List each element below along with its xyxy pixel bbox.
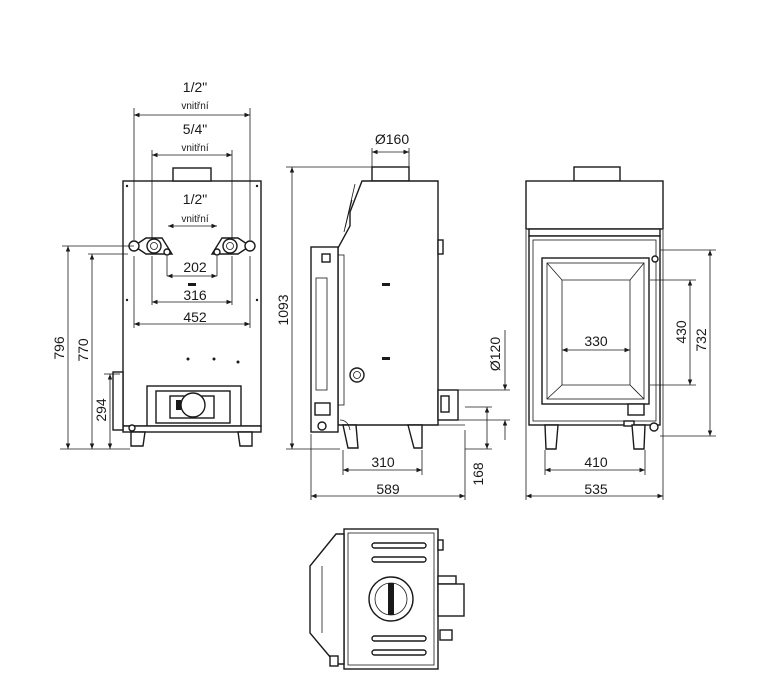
dim-310: 310 [371,454,395,470]
flue-outlet-top [368,576,414,622]
pipe-size-mid-label: 5/4" [183,121,207,137]
door-view: 330 430 732 410 535 [525,166,716,500]
dim-168: 168 [470,462,486,486]
dim-316: 316 [183,287,207,303]
dim-732: 732 [693,328,709,352]
front-view: 1/2" vnitřní 5/4" vnitřní 1/2" vnitřní 2… [51,79,262,450]
pipe-size-low-label: 1/2" [183,191,207,207]
dim-796: 796 [51,336,67,360]
air-intake-diameter-label: Ø120 [487,337,503,371]
dim-589: 589 [376,481,400,497]
dim-410: 410 [584,454,608,470]
dim-430: 430 [673,320,689,344]
side-view: Ø160 1093 310 589 Ø120 168 [275,131,510,500]
pipe-size-low-note: vnitřní [181,214,208,225]
dim-294: 294 [93,398,109,422]
pipe-size-top-note: vnitřní [181,101,208,112]
dim-202: 202 [183,259,207,275]
dim-770: 770 [75,338,91,362]
flue-diameter-label: Ø160 [375,131,409,147]
dim-330: 330 [584,333,608,349]
dim-452: 452 [183,309,207,325]
flue-outlet-front [169,392,215,419]
dim-535: 535 [584,481,608,497]
pipe-size-top-label: 1/2" [183,79,207,95]
pipe-connector-left [128,237,174,256]
pipe-connector-right [210,237,256,256]
dim-1093: 1093 [275,294,291,325]
pipe-size-mid-note: vnitřní [181,143,208,154]
top-view [309,528,465,670]
